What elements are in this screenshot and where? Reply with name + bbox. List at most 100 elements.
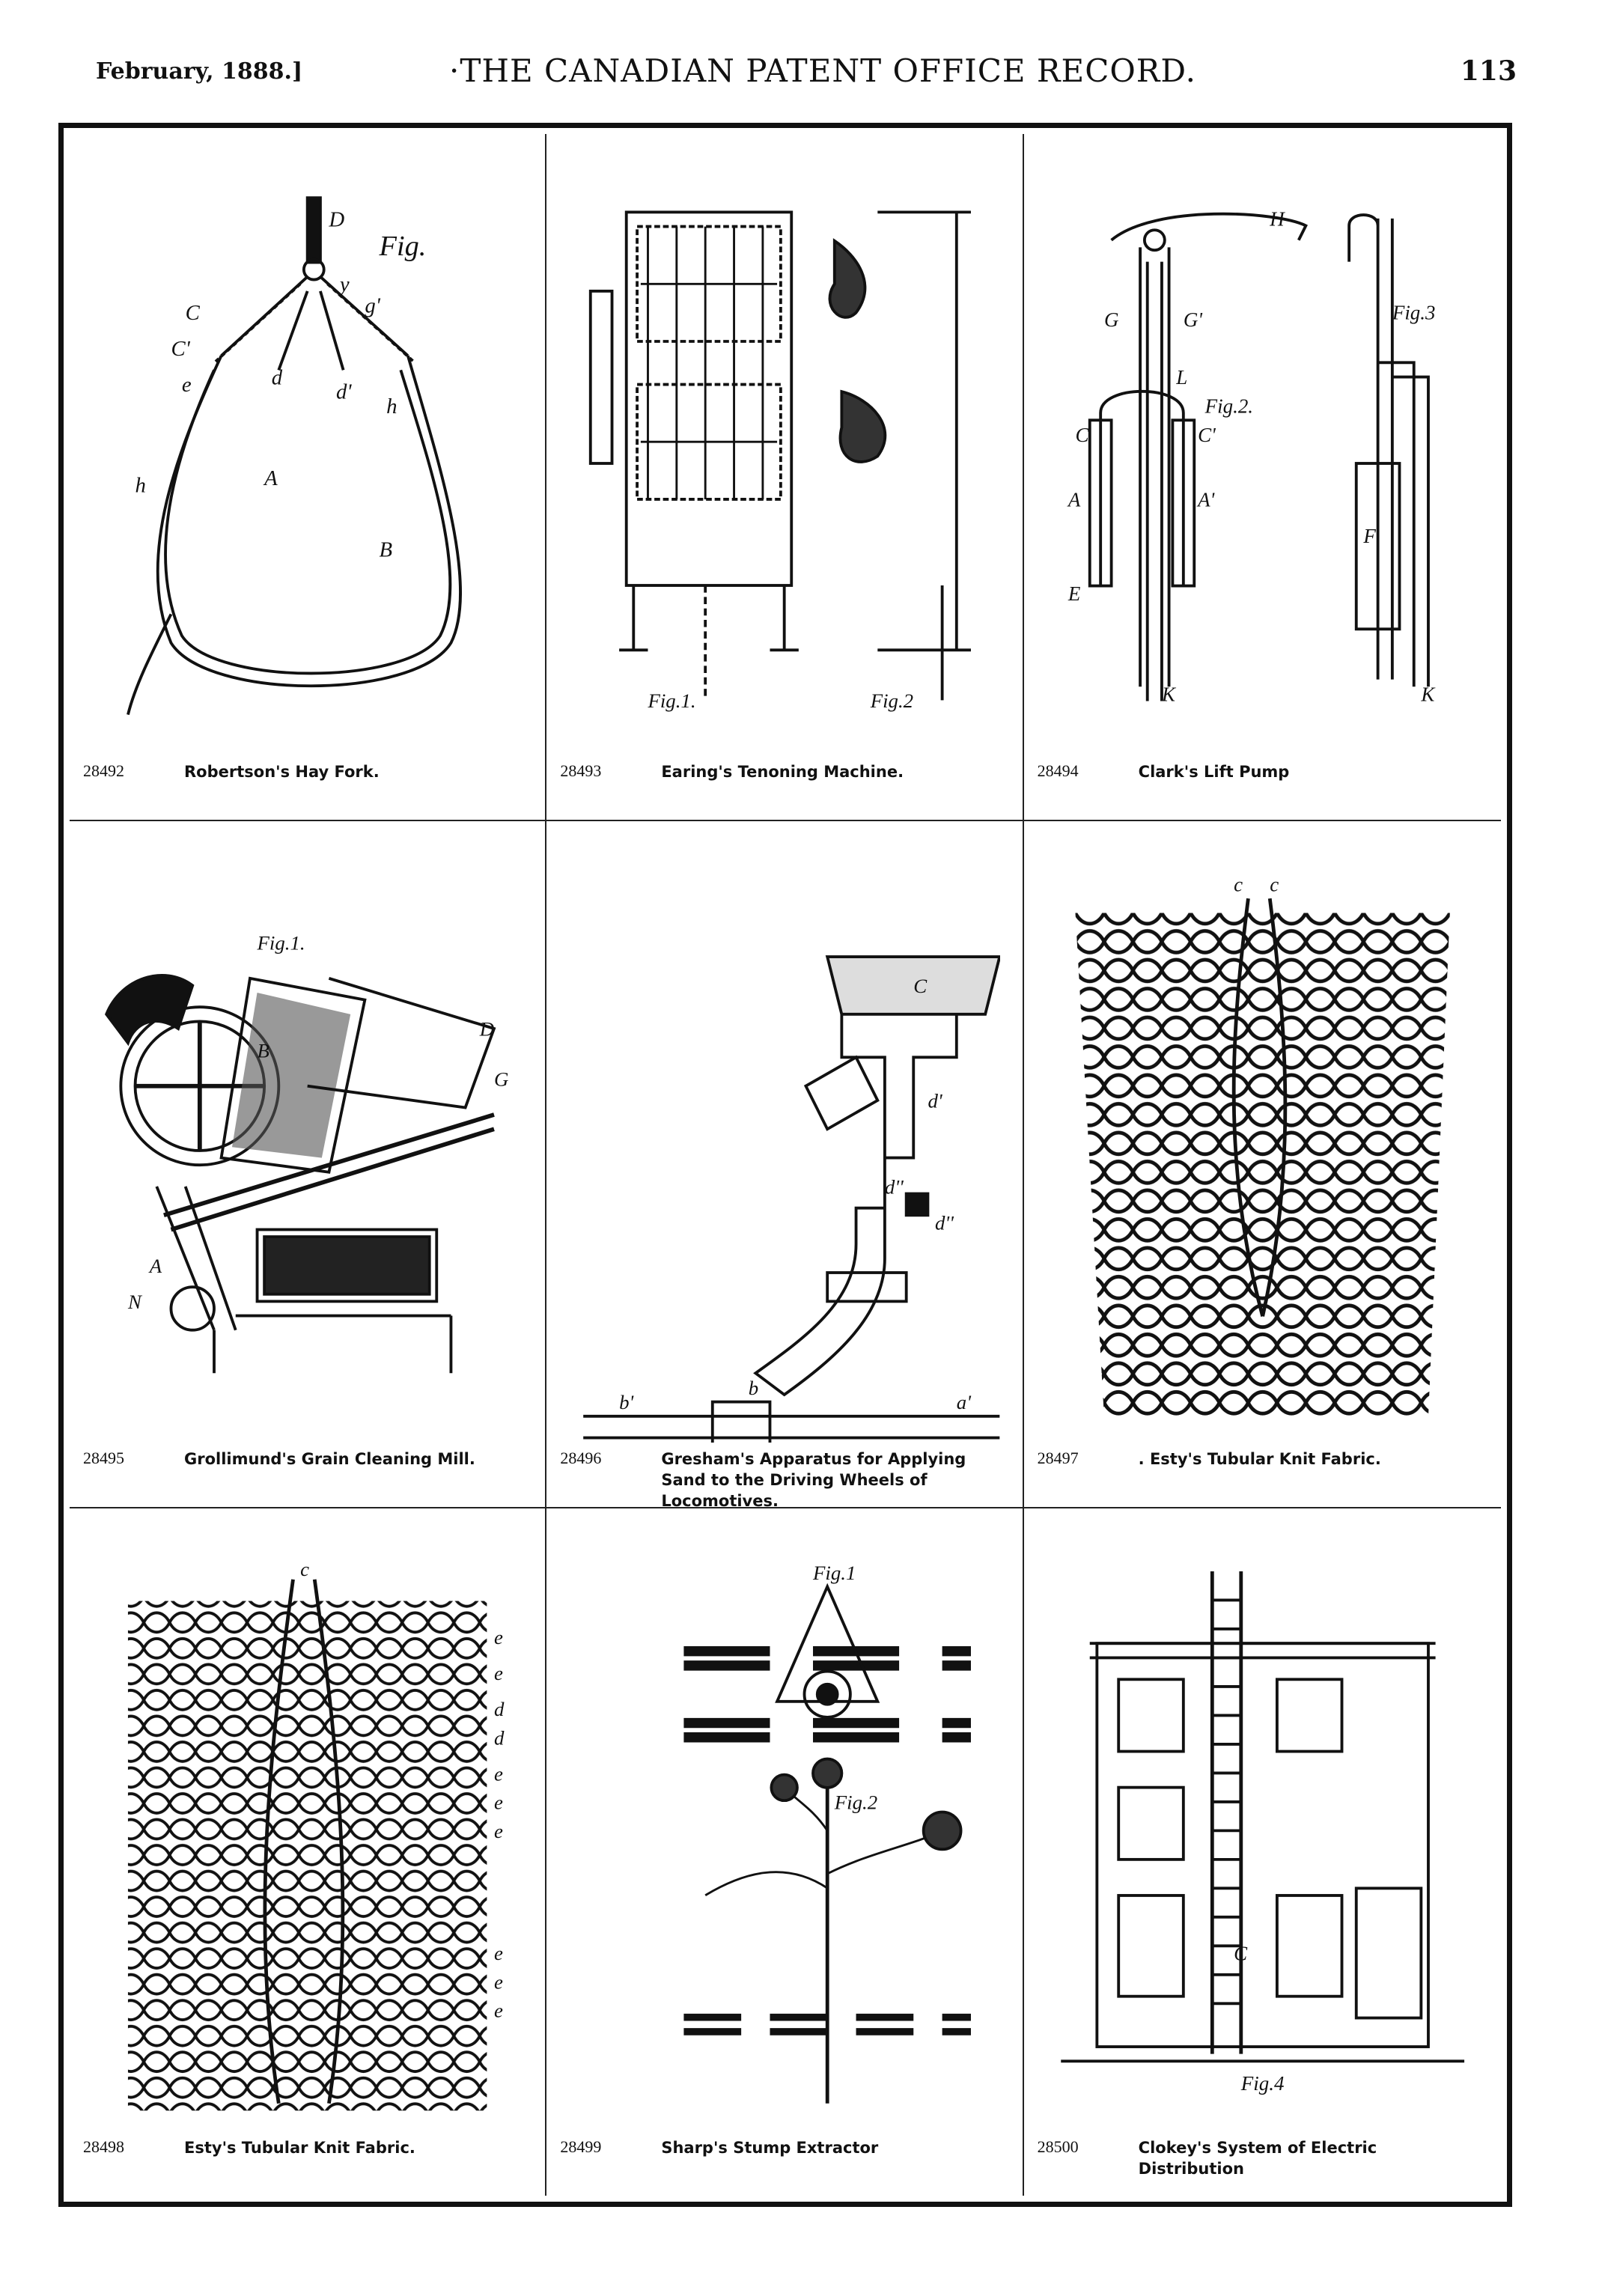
stump-extractor-drawing: Fig.1 Fig.2 bbox=[569, 1546, 999, 2130]
patent-title: Robertson's Hay Fork. bbox=[184, 763, 380, 781]
patent-number: 28496 bbox=[560, 1449, 602, 1467]
svg-text:e: e bbox=[494, 1762, 503, 1785]
svg-text:Fig.2: Fig.2 bbox=[834, 1791, 877, 1814]
patent-cell-knit-fabric-2: c e e d d e e e e e e 28498 Esty's Tubul… bbox=[70, 1508, 547, 2196]
svg-text:c: c bbox=[1234, 874, 1243, 896]
electric-distribution-drawing: C Fig.4 bbox=[1047, 1546, 1478, 2130]
svg-text:C: C bbox=[1075, 424, 1089, 446]
svg-text:e: e bbox=[494, 1970, 503, 1993]
svg-text:c: c bbox=[1270, 874, 1279, 896]
patent-cell-knit-fabric-1: c c 28497 . Esty's Tubular Knit Fabric. bbox=[1023, 821, 1501, 1508]
svg-text:B: B bbox=[258, 1039, 269, 1062]
patent-cell-electric-distribution: C Fig.4 28500 Clokey's System of Electri… bbox=[1024, 1508, 1501, 2196]
patent-title: Grollimund's Grain Cleaning Mill. bbox=[184, 1450, 475, 1468]
page-number: 113 bbox=[1460, 55, 1517, 87]
tenoning-machine-drawing: Fig.1. Fig.2 bbox=[569, 171, 999, 755]
svg-text:H: H bbox=[1269, 207, 1285, 230]
knit-fabric-drawing: c e e d d e e e e e e bbox=[92, 1546, 523, 2130]
patent-title: Gresham's Apparatus for Applying Sand to… bbox=[661, 1450, 966, 1508]
issue-date: February, 1888.] bbox=[96, 58, 303, 85]
svg-text:d: d bbox=[272, 366, 283, 390]
patent-number: 28500 bbox=[1037, 2137, 1079, 2156]
svg-text:C': C' bbox=[1198, 424, 1216, 446]
patent-number: 28498 bbox=[83, 2137, 124, 2156]
knit-fabric-drawing: c c bbox=[1047, 859, 1478, 1443]
svg-text:G: G bbox=[494, 1068, 508, 1091]
svg-text:e: e bbox=[494, 2000, 503, 2022]
patent-caption: 28496 Gresham's Apparatus for Applying S… bbox=[560, 1449, 1008, 1507]
grain-mill-drawing: Fig.1. A B D G N bbox=[92, 859, 523, 1443]
svg-text:B: B bbox=[380, 538, 393, 562]
svg-text:d': d' bbox=[928, 1089, 943, 1112]
patent-title: Sharp's Stump Extractor bbox=[661, 2139, 879, 2157]
svg-text:Fig.1.: Fig.1. bbox=[257, 932, 305, 954]
patent-caption: 28500 Clokey's System of Electric Distri… bbox=[1038, 2137, 1487, 2182]
svg-text:e: e bbox=[494, 1791, 503, 1814]
svg-text:Fig.4: Fig.4 bbox=[1240, 2072, 1284, 2095]
svg-text:d'': d'' bbox=[935, 1211, 954, 1234]
svg-text:Fig.2.: Fig.2. bbox=[1204, 395, 1252, 418]
svg-text:Fig.2: Fig.2 bbox=[870, 689, 913, 712]
svg-text:D: D bbox=[479, 1018, 494, 1041]
patent-caption: 28498 Esty's Tubular Knit Fabric. bbox=[83, 2137, 532, 2182]
patent-number: 28494 bbox=[1037, 761, 1079, 780]
patent-caption: 28499 Sharp's Stump Extractor bbox=[560, 2137, 1008, 2182]
svg-text:h: h bbox=[135, 473, 146, 497]
hay-fork-label: D bbox=[328, 208, 344, 232]
patent-cell-tenoning-machine: Fig.1. Fig.2 28493 Earing's Tenoning Mac… bbox=[546, 134, 1024, 821]
patent-number: 28493 bbox=[560, 761, 602, 780]
patent-cell-grain-mill: Fig.1. A B D G N 28495 Grollimund's Grai… bbox=[70, 821, 547, 1508]
patent-caption: 28492 Robertson's Hay Fork. bbox=[83, 761, 532, 806]
svg-text:y: y bbox=[338, 272, 350, 296]
svg-text:a': a' bbox=[957, 1391, 972, 1413]
patent-caption: 28497 . Esty's Tubular Knit Fabric. bbox=[1038, 1449, 1487, 1493]
svg-text:C': C' bbox=[171, 337, 190, 361]
svg-text:g': g' bbox=[365, 294, 380, 318]
svg-text:C: C bbox=[1234, 1943, 1248, 1965]
svg-text:K: K bbox=[1420, 683, 1436, 706]
patent-cell-lift-pump: H L Fig.2. Fig.3 G G' C C' A A' E F K K … bbox=[1023, 134, 1501, 821]
patent-caption: 28495 Grollimund's Grain Cleaning Mill. bbox=[83, 1449, 532, 1493]
svg-text:N: N bbox=[127, 1291, 143, 1313]
svg-text:d: d bbox=[494, 1726, 505, 1749]
patent-caption: 28493 Earing's Tenoning Machine. bbox=[560, 761, 1008, 806]
svg-text:C: C bbox=[186, 301, 201, 325]
patent-grid: D Fig. C C' e d d' y g' h h A B 28492 Ro… bbox=[70, 134, 1501, 2196]
publication-title: ·THE CANADIAN PATENT OFFICE RECORD. bbox=[449, 52, 1196, 89]
patent-cell-stump-extractor: Fig.1 Fig.2 28499 Sharp's Stump Extracto… bbox=[546, 1508, 1024, 2196]
svg-text:C: C bbox=[914, 975, 928, 997]
patent-cell-hay-fork: D Fig. C C' e d d' y g' h h A B 28492 Ro… bbox=[70, 134, 547, 821]
svg-text:K: K bbox=[1161, 683, 1177, 706]
svg-text:A: A bbox=[1067, 489, 1081, 511]
patent-number: 28499 bbox=[560, 2137, 602, 2156]
svg-text:c: c bbox=[300, 1558, 309, 1580]
plate-frame: D Fig. C C' e d d' y g' h h A B 28492 Ro… bbox=[58, 123, 1512, 2207]
svg-text:F: F bbox=[1362, 525, 1376, 547]
page-header: February, 1888.] ·THE CANADIAN PATENT OF… bbox=[0, 52, 1599, 97]
svg-text:e: e bbox=[182, 373, 192, 397]
svg-text:Fig.: Fig. bbox=[379, 231, 427, 262]
patent-title: . Esty's Tubular Knit Fabric. bbox=[1138, 1450, 1381, 1468]
svg-text:d': d' bbox=[336, 380, 352, 404]
svg-text:L: L bbox=[1175, 366, 1187, 389]
patent-number: 28497 bbox=[1037, 1449, 1079, 1467]
patent-caption: 28494 Clark's Lift Pump bbox=[1038, 761, 1487, 806]
hay-fork-drawing: D Fig. C C' e d d' y g' h h A B bbox=[92, 171, 523, 755]
lift-pump-drawing: H L Fig.2. Fig.3 G G' C C' A A' E F K K bbox=[1047, 171, 1478, 755]
svg-text:h: h bbox=[386, 395, 397, 418]
svg-text:E: E bbox=[1067, 582, 1081, 605]
svg-text:G': G' bbox=[1183, 308, 1202, 331]
svg-text:b: b bbox=[749, 1377, 758, 1399]
svg-text:Fig.3: Fig.3 bbox=[1392, 302, 1436, 324]
svg-text:A': A' bbox=[1196, 489, 1215, 511]
svg-text:e: e bbox=[494, 1820, 503, 1842]
svg-text:A: A bbox=[263, 466, 278, 490]
svg-text:Fig.1.: Fig.1. bbox=[648, 689, 696, 712]
patent-number: 28492 bbox=[83, 761, 124, 780]
svg-text:e: e bbox=[494, 1662, 503, 1684]
patent-number: 28495 bbox=[83, 1449, 124, 1467]
patent-title: Clokey's System of Electric Distribution bbox=[1138, 2139, 1377, 2178]
svg-text:e: e bbox=[494, 1626, 503, 1648]
patent-cell-sanding-apparatus: C d' d'' d'' b b' a' 28496 Gresham's App… bbox=[546, 821, 1024, 1508]
svg-text:e: e bbox=[494, 1942, 503, 1964]
